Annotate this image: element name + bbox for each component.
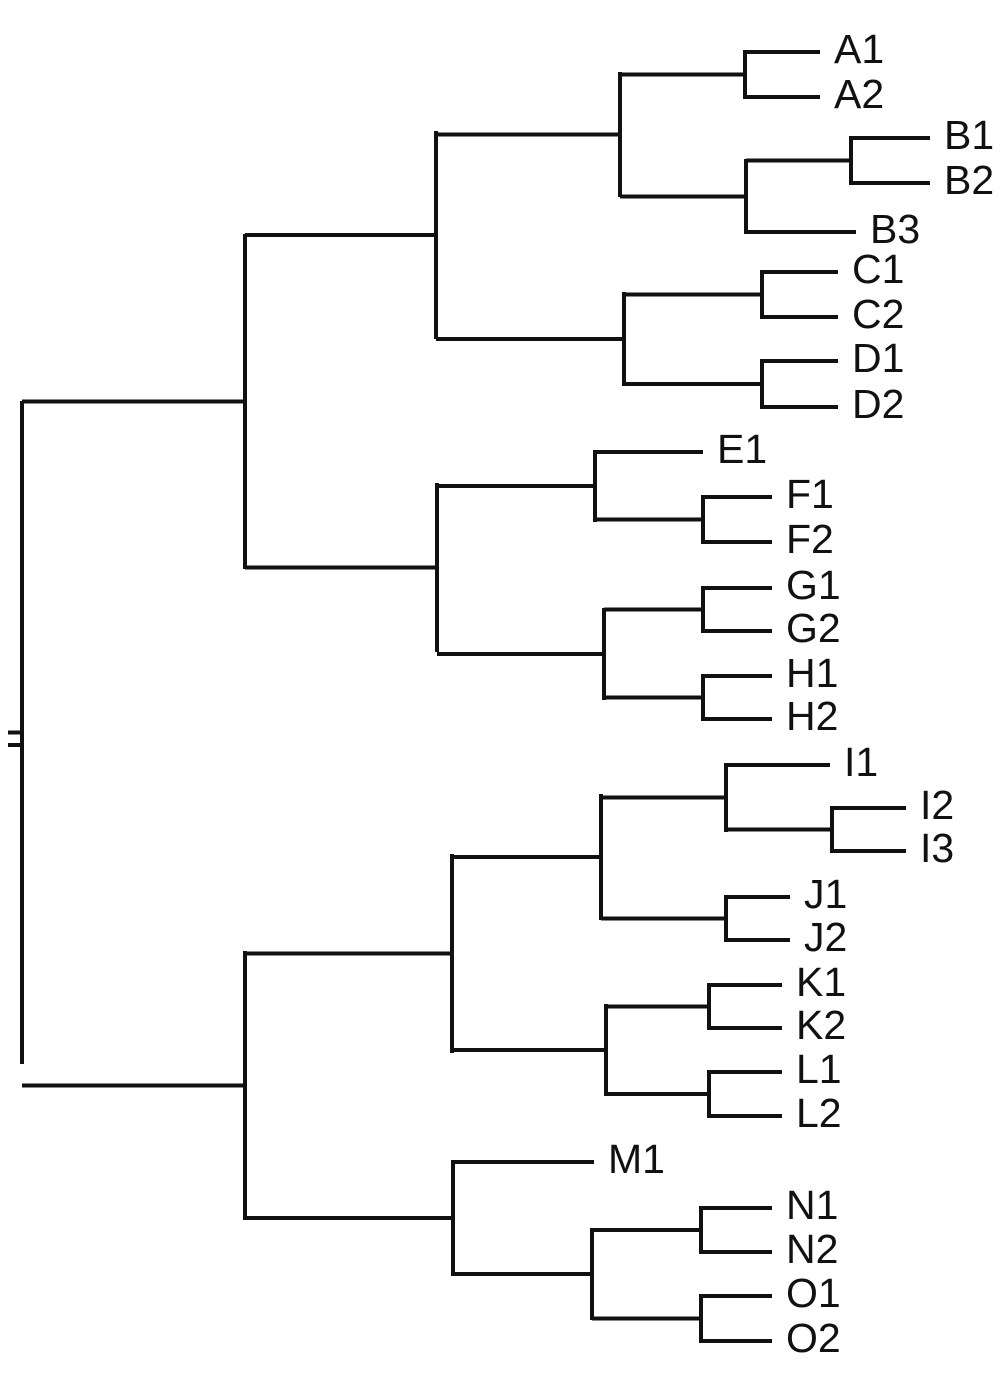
- tip-c1-label: C1: [852, 246, 904, 292]
- tip-h1-label: H1: [786, 650, 838, 696]
- tip-d2-label: D2: [852, 381, 904, 427]
- tip-e1-label: E1: [717, 426, 767, 472]
- tip-j1-label: J1: [804, 871, 847, 917]
- branch-layer: [8, 50, 930, 1343]
- tip-c2-label: C2: [852, 291, 904, 337]
- tip-f2-label: F2: [786, 516, 834, 562]
- tip-i2-label: I2: [920, 782, 954, 828]
- tip-n1-label: N1: [786, 1182, 838, 1228]
- tip-l1-label: L1: [796, 1046, 842, 1092]
- tip-m1-label: M1: [608, 1136, 665, 1182]
- tip-a1-label: A1: [834, 26, 884, 72]
- tip-o1-label: O1: [786, 1270, 841, 1316]
- tip-b1-label: B1: [944, 112, 994, 158]
- tip-g1-label: G1: [786, 562, 841, 608]
- tip-label-layer: A1A2B1B2B3C1C2D1D2E1F1F2G1G2H1H2I1I2I3J1…: [608, 26, 994, 1361]
- tip-i1-label: I1: [844, 739, 878, 785]
- tip-k1-label: K1: [796, 959, 846, 1005]
- tip-b2-label: B2: [944, 157, 994, 203]
- tip-o2-label: O2: [786, 1315, 841, 1361]
- tip-n2-label: N2: [786, 1226, 838, 1272]
- tip-a2-label: A2: [834, 71, 884, 117]
- tip-i3-label: I3: [920, 825, 954, 871]
- tip-h2-label: H2: [786, 693, 838, 739]
- tip-k2-label: K2: [796, 1002, 846, 1048]
- tip-j2-label: J2: [804, 914, 847, 960]
- tip-f1-label: F1: [786, 471, 834, 517]
- tip-d1-label: D1: [852, 335, 904, 381]
- tip-b3-label: B3: [870, 206, 920, 252]
- tip-l2-label: L2: [796, 1090, 842, 1136]
- tip-g2-label: G2: [786, 605, 841, 651]
